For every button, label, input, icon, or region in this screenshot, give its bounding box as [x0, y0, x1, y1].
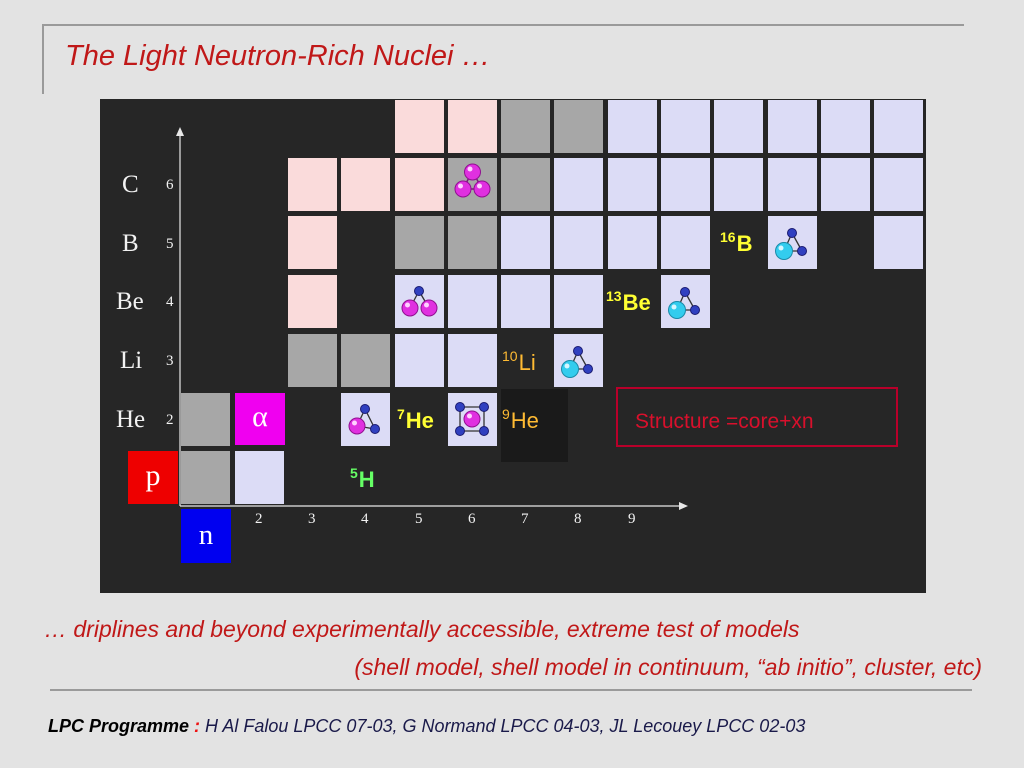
chart-cell	[768, 158, 817, 211]
chart-cell	[501, 100, 550, 153]
n-tick: 3	[308, 511, 316, 527]
footer: LPC Programme : H Al Falou LPCC 07-03, G…	[48, 716, 805, 737]
chart-cell	[341, 334, 390, 387]
caption-line-2: (shell model, shell model in continuum, …	[354, 654, 982, 680]
nuclide-label-li10: 10Li	[502, 348, 536, 375]
alpha-plus-4n-icon	[455, 402, 489, 436]
chart-cell	[288, 275, 337, 328]
z-tick: 4	[166, 294, 174, 310]
chart-cell-c12-cluster	[448, 158, 497, 211]
chart-cell	[395, 100, 444, 153]
alpha-plus-2n-icon	[348, 404, 380, 435]
chart-cell	[448, 216, 497, 269]
chart-cell	[661, 100, 710, 153]
core-plus-2n-icon	[775, 228, 807, 260]
n-tick: 4	[361, 511, 369, 527]
chart-cell	[288, 334, 337, 387]
three-alpha-cluster-icon	[454, 163, 491, 198]
core-plus-2n-icon	[668, 287, 700, 319]
chart-cell	[181, 451, 230, 504]
element-label-li: Li	[120, 347, 143, 374]
structure-legend-box: Structure =core+xn	[616, 387, 898, 447]
bottom-rule	[50, 689, 972, 691]
n-tick: 6	[468, 511, 476, 527]
footer-programme: LPC Programme	[48, 716, 190, 736]
chart-cell	[821, 158, 870, 211]
structure-label: Structure =core+xn	[635, 410, 814, 433]
chart-cell	[288, 158, 337, 211]
element-label-he: He	[116, 406, 146, 433]
slide-title: The Light Neutron-Rich Nuclei …	[65, 40, 491, 72]
two-alpha-cluster-icon	[401, 286, 438, 317]
chart-cell	[608, 158, 657, 211]
chart-axes	[176, 127, 688, 510]
z-tick: 6	[166, 177, 174, 193]
top-rule	[42, 24, 964, 26]
chart-cell	[501, 275, 550, 328]
chart-cell-he6	[341, 393, 390, 446]
chart-cell-be13	[661, 275, 710, 328]
chart-cell	[395, 334, 444, 387]
n-tick: 2	[255, 511, 263, 527]
chart-cell	[554, 275, 603, 328]
chart-cell	[661, 158, 710, 211]
chart-cell	[714, 100, 763, 153]
nuclide-label-he9: 9He	[502, 406, 539, 433]
n-tick: 7	[521, 511, 529, 527]
alpha-box: α	[235, 393, 285, 445]
proton-box: p	[128, 451, 178, 504]
top-rule-vertical	[42, 24, 44, 94]
chart-cell	[821, 100, 870, 153]
chart-cell-li11	[554, 334, 603, 387]
chart-cell	[501, 216, 550, 269]
chart-cell	[714, 158, 763, 211]
chart-cell	[874, 216, 923, 269]
chart-cell	[288, 216, 337, 269]
n-tick: 5	[415, 511, 423, 527]
chart-cell	[608, 100, 657, 153]
z-tick: 5	[166, 236, 174, 252]
nuclide-label-he7: 7He	[397, 406, 434, 433]
chart-cell	[341, 158, 390, 211]
chart-cell	[395, 158, 444, 211]
n-tick: 8	[574, 511, 582, 527]
nuclide-label-be13: 13Be	[606, 288, 651, 315]
z-tick: 2	[166, 412, 174, 428]
nuclide-label-b16: 16B	[720, 229, 753, 256]
chart-cell	[874, 100, 923, 153]
neutron-box: n	[181, 509, 231, 563]
chart-cell	[235, 451, 284, 504]
chart-cell	[554, 158, 603, 211]
chart-cell	[395, 216, 444, 269]
caption-line-1: … driplines and beyond experimentally ac…	[44, 616, 800, 642]
chart-cell-be8-cluster	[395, 275, 444, 328]
n-tick: 9	[628, 511, 636, 527]
chart-cell-he8	[448, 393, 497, 446]
element-label-be: Be	[116, 288, 144, 315]
footer-references: H Al Falou LPCC 07-03, G Normand LPCC 04…	[205, 716, 806, 736]
z-tick: 3	[166, 353, 174, 369]
chart-cell	[874, 158, 923, 211]
chart-cell	[181, 393, 230, 446]
core-plus-2n-icon	[561, 346, 593, 378]
chart-cell	[501, 158, 550, 211]
element-label-b: B	[122, 230, 139, 257]
he9-dark-cell	[501, 389, 568, 462]
chart-cell	[448, 275, 497, 328]
footer-colon: :	[189, 716, 206, 736]
chart-cell-b16	[768, 216, 817, 269]
chart-cell	[554, 216, 603, 269]
nuclide-chart-panel: α p n	[100, 99, 926, 593]
chart-cell	[448, 100, 497, 153]
element-label-c: C	[122, 171, 139, 198]
chart-cell	[554, 100, 603, 153]
nuclide-label-h5: 5H	[350, 465, 375, 492]
chart-cell	[661, 216, 710, 269]
chart-cell	[768, 100, 817, 153]
chart-cell	[448, 334, 497, 387]
chart-cell	[608, 216, 657, 269]
